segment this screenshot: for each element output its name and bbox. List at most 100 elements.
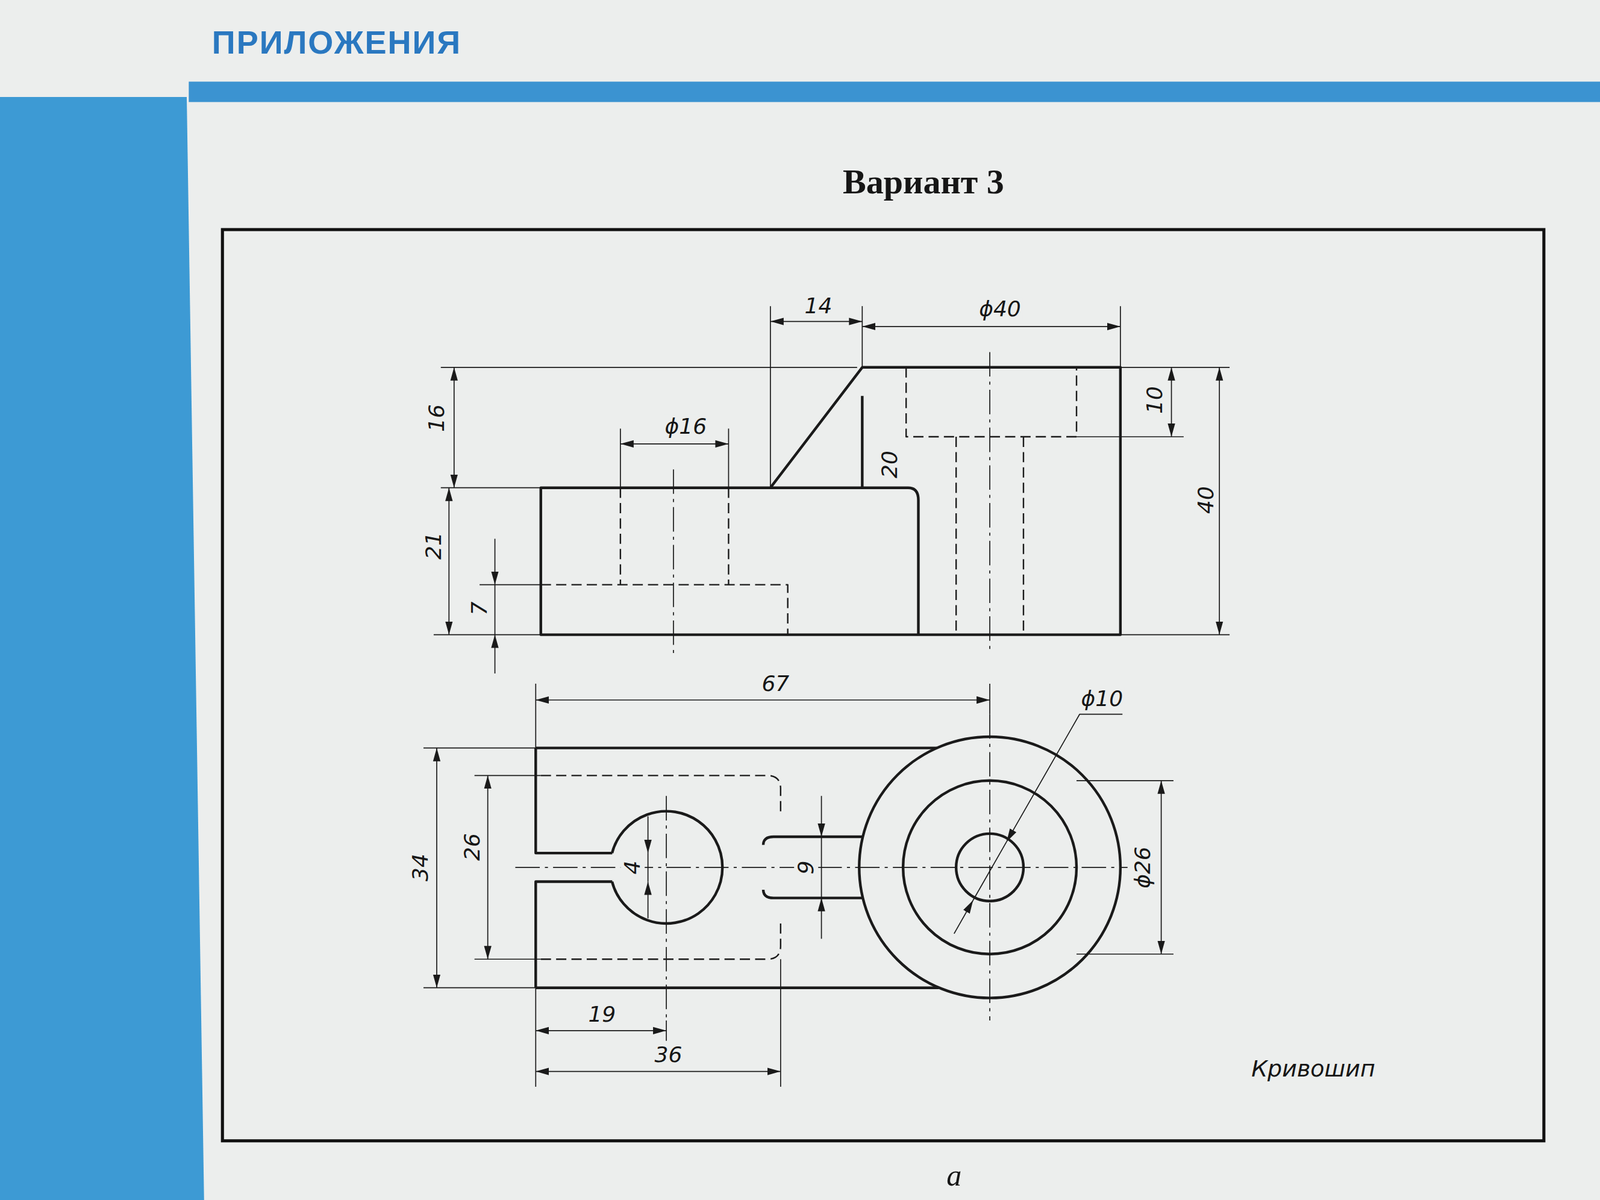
dimension-text: 36	[653, 1043, 684, 1068]
page-ground	[188, 81, 1600, 103]
drawing-line	[474, 958, 541, 960]
drawing-line	[534, 683, 537, 749]
drawing-line	[672, 469, 675, 654]
dimension-text: 4	[620, 859, 645, 876]
drawing-circle	[903, 780, 1077, 955]
dimension-text: 19	[586, 1002, 617, 1027]
drawing-line	[860, 395, 864, 488]
drawing-line	[862, 325, 1121, 328]
drawing-line	[647, 881, 649, 919]
drawing-line	[494, 538, 496, 585]
drawing-line	[1120, 634, 1230, 636]
drawing-line	[433, 634, 541, 636]
drawing-line	[540, 367, 1121, 635]
dimension-text: 67	[760, 671, 791, 696]
drawing-line	[954, 900, 974, 934]
drawing-line	[727, 487, 729, 585]
drawing-line	[955, 436, 957, 635]
drawing-line	[535, 986, 939, 989]
page-ground	[0, 96, 205, 1200]
drawing-line	[540, 584, 788, 635]
drawing-line	[515, 351, 1128, 1020]
dimension-text: 21	[421, 530, 446, 561]
drawing-line	[821, 836, 823, 899]
drawing-line	[763, 836, 864, 846]
drawing-line	[423, 747, 536, 749]
drawing-line	[494, 634, 496, 674]
drawing-line	[1218, 367, 1220, 635]
drawing-line	[479, 584, 541, 586]
drawing-line	[780, 959, 782, 1087]
drawing-line	[612, 811, 723, 924]
drawing-line	[535, 1071, 781, 1073]
drawing-line	[620, 443, 729, 445]
drawing-line	[540, 367, 1121, 635]
drawing-line	[453, 367, 455, 488]
drawing-line	[647, 853, 649, 882]
drawing-line	[989, 351, 991, 654]
drawing-line	[1076, 436, 1184, 438]
drawing-line	[423, 306, 1230, 1087]
drawing-line	[619, 487, 622, 585]
drawing-line	[1076, 780, 1174, 782]
drawing-line	[728, 428, 730, 488]
figure-caption: а	[946, 1159, 962, 1193]
dimension-text: ϕ10	[1080, 687, 1125, 712]
drawing-line	[433, 306, 1230, 674]
dimension-text: ϕ26	[1130, 845, 1155, 890]
drawing-line	[448, 487, 450, 635]
drawing-line	[769, 306, 772, 488]
drawing-line	[1006, 714, 1123, 843]
drawing-line	[440, 487, 541, 489]
drawing-line	[535, 699, 990, 701]
drawing-line	[423, 683, 1174, 1087]
drawing-line	[989, 683, 991, 715]
drawing-circle	[859, 736, 1121, 999]
drawing-line	[436, 748, 438, 988]
page-ground	[222, 229, 1544, 1141]
drawing-line	[535, 736, 1121, 999]
drawing-line	[972, 841, 1007, 900]
drawing-line	[474, 774, 541, 776]
drawing-line	[535, 746, 937, 749]
drawing-line	[821, 795, 823, 837]
dimension-text: 9	[793, 859, 819, 876]
drawing-line	[770, 321, 863, 323]
drawing-line	[989, 714, 991, 1021]
dimension-text: 26	[460, 831, 485, 863]
drawing-line	[763, 889, 864, 899]
dimension-text: 14	[803, 293, 834, 319]
drawing-line	[540, 918, 781, 960]
drawing-line	[540, 367, 1077, 635]
drawing-line	[1022, 436, 1025, 635]
dimension-text: 34	[408, 852, 433, 883]
drawing-line	[440, 366, 858, 369]
dimension-text: 20	[877, 449, 902, 480]
drawing-line	[1120, 366, 1230, 369]
dimension-text: ϕ40	[977, 296, 1023, 322]
drawing-line	[540, 775, 781, 960]
drawing-line	[423, 987, 536, 989]
part-name: Кривошип	[1250, 1056, 1377, 1082]
drawing-line	[1119, 306, 1122, 368]
dimension-text: 7	[467, 600, 492, 617]
drawing-line	[821, 898, 823, 940]
drawing-line	[1171, 367, 1173, 437]
drawing-line	[770, 487, 919, 635]
dimension-text: 16	[424, 403, 449, 434]
dimension-text: ϕ16	[663, 414, 709, 439]
drawing-line	[494, 584, 496, 635]
drawing-line	[540, 775, 781, 817]
drawing-line	[906, 367, 1077, 437]
drawing-line	[861, 306, 863, 368]
drawing-line	[619, 428, 622, 488]
section-header: ПРИЛОЖЕНИЯ	[212, 24, 462, 61]
variant-title: Вариант 3	[842, 162, 1005, 202]
drawing-line	[535, 1030, 667, 1032]
drawing-line	[647, 816, 649, 854]
dimension-text: 40	[1193, 484, 1219, 516]
drawing-line	[487, 775, 489, 960]
dimension-text: 10	[1143, 384, 1168, 416]
